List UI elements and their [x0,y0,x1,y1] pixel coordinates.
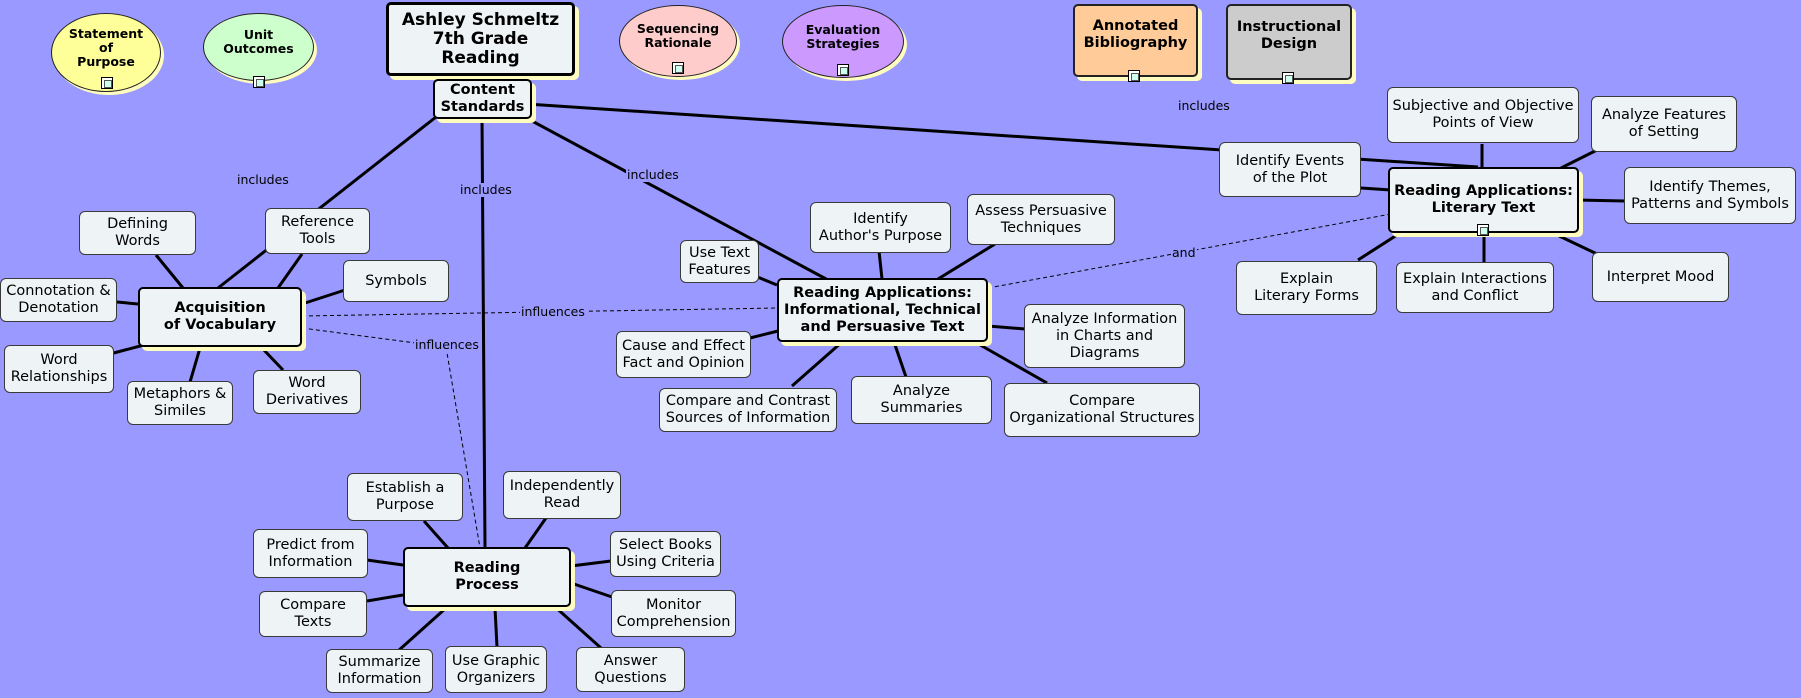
subjective-objective-node[interactable]: Subjective and Objective Points of View [1387,87,1579,143]
interactions-conflict-node[interactable]: Explain Interactions and Conflict [1396,262,1554,313]
sequencing-rationale-label: Sequencing Rationale [636,21,720,50]
link-label-includes: includes [626,167,680,182]
reading-informational-label: Reading Applications: Informational, Tec… [784,284,981,335]
document-icon[interactable] [837,64,849,76]
acquisition-of-vocabulary-node[interactable]: Acquisition of Vocabulary [138,287,302,347]
annotated-bibliography-label: Annotated Bibliography [1083,17,1188,51]
subjective-objective-label: Subjective and Objective Points of View [1392,98,1574,131]
analyze-setting-node[interactable]: Analyze Features of Setting [1591,96,1737,152]
interpret-mood-label: Interpret Mood [1606,268,1715,285]
symbols-label: Symbols [365,272,427,289]
answer-questions-node[interactable]: Answer Questions [576,647,685,692]
word-relationships-label: Word Relationships [10,352,108,385]
content-standards-node[interactable]: Content Standards [433,79,532,119]
persuasive-techniques-label: Assess Persuasive Techniques [975,202,1107,236]
defining-words-node[interactable]: Defining Words [79,211,196,255]
page-title: Ashley Schmeltz 7th Grade Reading [401,9,560,68]
analyze-summaries-label: Analyze Summaries [880,383,963,416]
word-relationships-node[interactable]: Word Relationships [4,345,114,393]
events-plot-node[interactable]: Identify Events of the Plot [1219,142,1361,197]
independently-read-label: Independently Read [509,478,615,511]
compare-texts-label: Compare Texts [280,597,346,630]
unit-outcomes-node[interactable]: Unit Outcomes [203,13,314,81]
author-purpose-node[interactable]: Identify Author's Purpose [810,202,951,253]
link-label-includes: includes [236,172,290,187]
summarize-information-node[interactable]: Summarize Information [326,649,433,693]
compare-texts-node[interactable]: Compare Texts [259,591,367,637]
reference-tools-node[interactable]: Reference Tools [265,208,370,254]
unit-outcomes-label: Unit Outcomes [223,27,294,56]
persuasive-techniques-node[interactable]: Assess Persuasive Techniques [967,194,1115,245]
document-icon[interactable] [101,77,113,89]
interactions-conflict-label: Explain Interactions and Conflict [1403,270,1547,304]
document-icon[interactable] [1477,224,1489,236]
select-books-label: Select Books Using Criteria [616,537,715,570]
reference-tools-label: Reference Tools [280,214,355,247]
document-icon[interactable] [1282,72,1294,84]
acquisition-of-vocabulary-label: Acquisition of Vocabulary [163,300,277,333]
reading-process-node[interactable]: Reading Process [403,547,571,607]
reading-informational-node[interactable]: Reading Applications: Informational, Tec… [777,278,988,342]
cause-effect-label: Cause and Effect Fact and Opinion [622,337,745,371]
reading-literary-label: Reading Applications: Literary Text [1394,183,1573,216]
metaphors-similes-label: Metaphors & Similes [133,386,227,419]
cause-effect-node[interactable]: Cause and Effect Fact and Opinion [616,331,751,378]
predict-information-label: Predict from Information [266,536,355,570]
evaluation-strategies-label: Evaluation Strategies [805,21,881,51]
use-text-features-label: Use Text Features [688,244,751,278]
reading-process-label: Reading Process [453,560,521,593]
instructional-design-label: Instructional Design [1236,19,1342,52]
establish-purpose-node[interactable]: Establish a Purpose [347,473,463,521]
statement-of-purpose-label: Statement of Purpose [68,25,144,69]
graphic-organizers-node[interactable]: Use Graphic Organizers [445,646,547,693]
connotation-denotation-label: Connotation & Denotation [6,283,111,316]
content-standards-label: Content Standards [440,82,525,115]
reading-literary-node[interactable]: Reading Applications: Literary Text [1388,167,1579,233]
page-title-node[interactable]: Ashley Schmeltz 7th Grade Reading [386,2,575,76]
compare-organizational-label: Compare Organizational Structures [1009,393,1195,426]
instructional-design-node[interactable]: Instructional Design [1226,4,1352,80]
select-books-node[interactable]: Select Books Using Criteria [610,531,721,577]
interpret-mood-node[interactable]: Interpret Mood [1592,252,1729,302]
monitor-comprehension-node[interactable]: Monitor Comprehension [611,590,736,637]
document-icon[interactable] [1128,70,1140,82]
literary-forms-node[interactable]: Explain Literary Forms [1236,261,1377,315]
independently-read-node[interactable]: Independently Read [503,471,621,519]
defining-words-label: Defining Words [107,216,168,249]
author-purpose-label: Identify Author's Purpose [818,210,943,244]
events-plot-label: Identify Events of the Plot [1235,152,1345,186]
link-label-influences: influences [520,304,586,319]
identify-themes-node[interactable]: Identify Themes, Patterns and Symbols [1624,167,1796,224]
analyze-information-node[interactable]: Analyze Information in Charts and Diagra… [1024,304,1185,368]
analyze-setting-label: Analyze Features of Setting [1601,107,1727,140]
summarize-information-label: Summarize Information [337,654,422,687]
word-derivatives-node[interactable]: Word Derivatives [253,370,361,414]
establish-purpose-label: Establish a Purpose [365,480,445,513]
link-label-includes: includes [459,182,513,197]
use-text-features-node[interactable]: Use Text Features [680,240,759,283]
identify-themes-label: Identify Themes, Patterns and Symbols [1631,178,1789,212]
connotation-denotation-node[interactable]: Connotation & Denotation [0,278,117,322]
predict-information-node[interactable]: Predict from Information [253,529,368,578]
link-label-influences: influences [414,337,480,352]
graphic-organizers-label: Use Graphic Organizers [451,652,541,686]
link-label-includes: includes [1177,98,1231,113]
document-icon[interactable] [253,76,265,88]
analyze-information-label: Analyze Information in Charts and Diagra… [1031,310,1178,361]
document-icon[interactable] [672,62,684,74]
literary-forms-label: Explain Literary Forms [1254,271,1359,304]
compare-contrast-label: Compare and Contrast Sources of Informat… [665,393,831,426]
link-label-and: and [1171,245,1197,260]
compare-organizational-node[interactable]: Compare Organizational Structures [1004,383,1200,437]
answer-questions-label: Answer Questions [594,652,667,686]
word-derivatives-label: Word Derivatives [265,375,349,408]
sequencing-rationale-node[interactable]: Sequencing Rationale [619,5,737,77]
annotated-bibliography-node[interactable]: Annotated Bibliography [1073,4,1198,77]
monitor-comprehension-label: Monitor Comprehension [616,596,731,630]
compare-contrast-node[interactable]: Compare and Contrast Sources of Informat… [659,388,837,432]
metaphors-similes-node[interactable]: Metaphors & Similes [127,381,233,425]
symbols-node[interactable]: Symbols [343,260,449,302]
analyze-summaries-node[interactable]: Analyze Summaries [851,376,992,424]
